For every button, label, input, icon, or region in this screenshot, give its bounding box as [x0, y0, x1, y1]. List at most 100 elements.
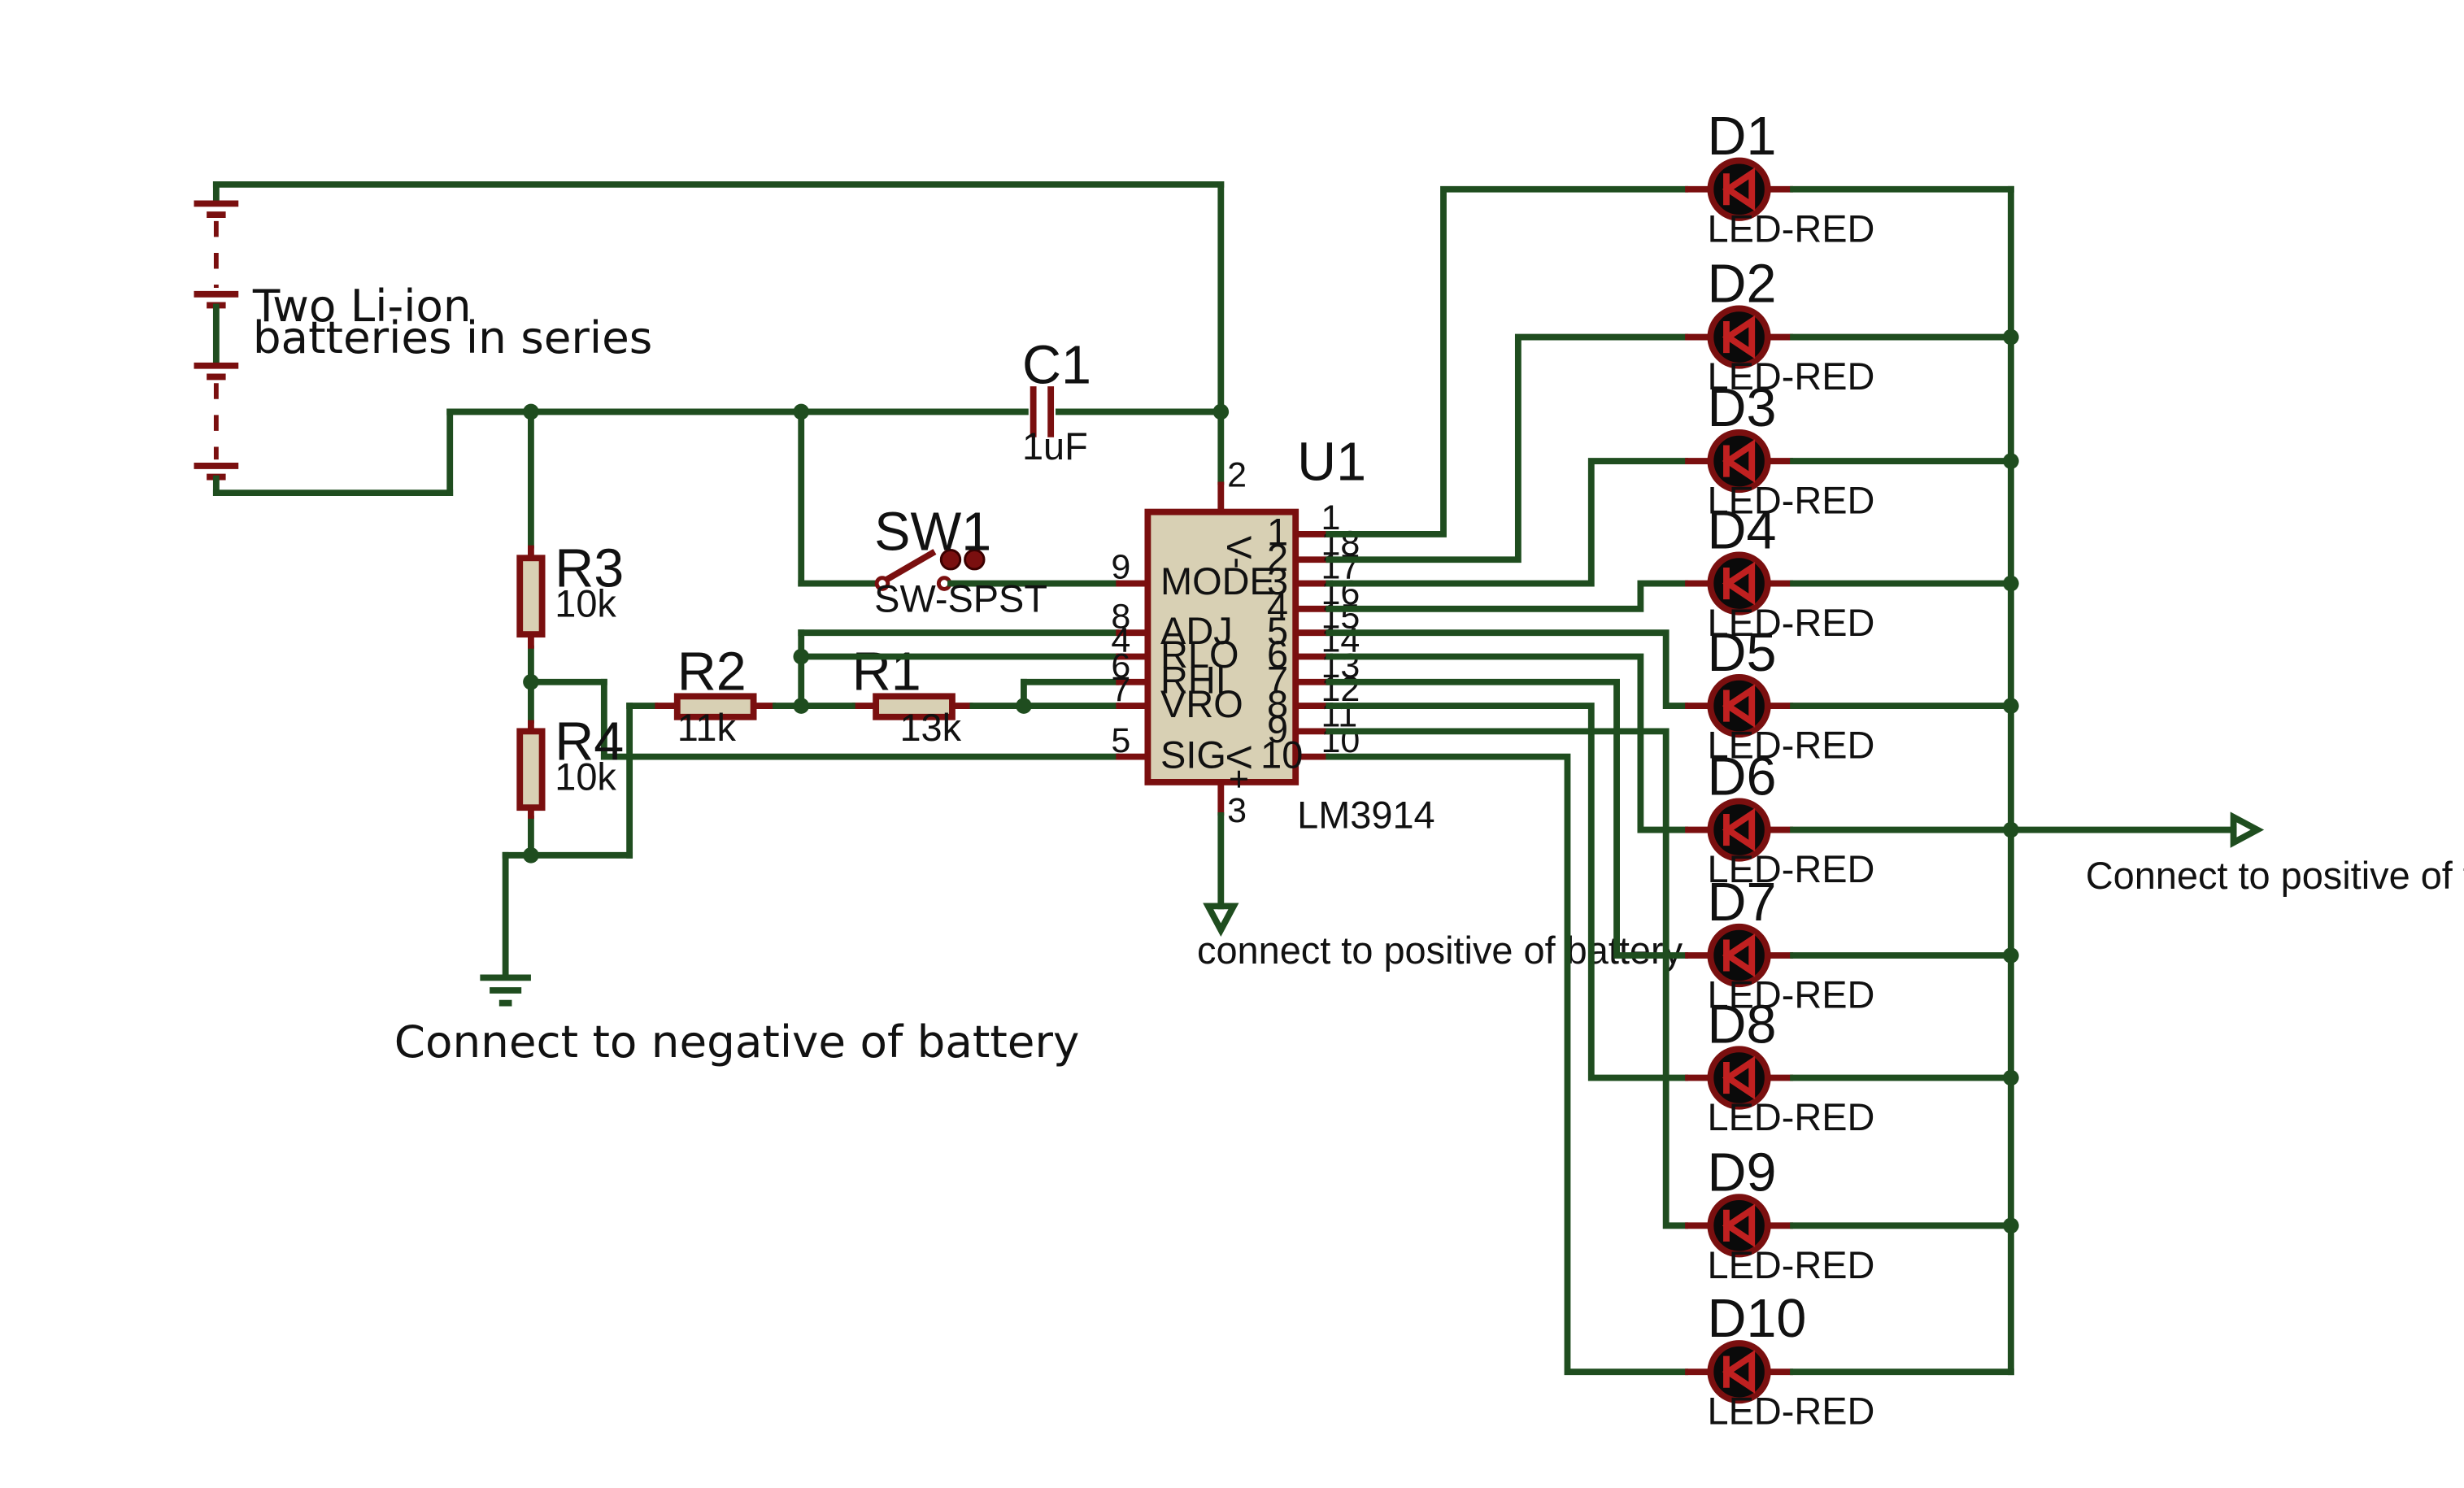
- u1-right-pin-inner: 5: [1267, 610, 1288, 652]
- capacitor-c1: C1 1uF: [1022, 335, 1091, 468]
- junction: [1016, 698, 1032, 714]
- u1-right-pin-inner: 4: [1267, 586, 1288, 629]
- led-ref: D4: [1707, 501, 1776, 561]
- led-value: LED-RED: [1707, 974, 1874, 1016]
- junction: [793, 648, 810, 665]
- u1-right-pin-inner: 7: [1267, 659, 1288, 701]
- note-positive-leds: Connect to positive of the battery: [2086, 855, 2464, 897]
- resistor-r3: R3 10k: [516, 538, 624, 649]
- u1-right-pin-outer: 1: [1321, 498, 1340, 537]
- u1-top-pin-number: 2: [1227, 455, 1247, 494]
- sw1-ref: SW1: [874, 503, 991, 563]
- junction: [2003, 821, 2019, 838]
- r3-value: 10k: [555, 583, 616, 625]
- junction: [2003, 575, 2019, 592]
- u1-bottom-pin-number: 3: [1227, 791, 1247, 830]
- led-value: LED-RED: [1707, 480, 1874, 522]
- junction: [2003, 698, 2019, 714]
- resistor-r2: R2 11k: [655, 642, 776, 749]
- junction: [793, 698, 810, 714]
- u1-right-pin-inner: 10: [1260, 733, 1303, 776]
- junction: [2003, 328, 2019, 346]
- u1-pin-sig-name: SIG: [1160, 733, 1226, 776]
- led-value: LED-RED: [1707, 355, 1874, 398]
- resistor-r1: R1 13k: [851, 642, 973, 749]
- led-ref: D7: [1707, 872, 1776, 933]
- note-positive-ic: connect to positive of battery: [1197, 929, 1683, 972]
- r2-ref: R2: [677, 642, 747, 703]
- u1-pin-rhi-num: 6: [1111, 646, 1130, 685]
- r2-value: 11k: [677, 707, 737, 749]
- u1-pin-mode-name: MODE: [1160, 560, 1275, 603]
- switch-sw1: SW1 SW-SPST: [798, 408, 1120, 620]
- led-ref: D1: [1707, 107, 1776, 167]
- junction: [2003, 1069, 2019, 1086]
- junction: [2003, 947, 2019, 964]
- u1-right-pin-inner: 6: [1267, 633, 1288, 676]
- led-ref: D8: [1707, 995, 1776, 1055]
- led-ref: D5: [1707, 623, 1776, 683]
- u1-right-pin-inner: 1: [1267, 511, 1288, 554]
- led-value: LED-RED: [1707, 724, 1874, 767]
- u1-pin-vro-name: VRO: [1160, 683, 1243, 725]
- led-bar: D1LED-REDD2LED-REDD3LED-REDD4LED-REDD5LE…: [1685, 107, 2019, 1433]
- resistor-r4: R4 10k: [516, 712, 624, 819]
- divider-wires: [502, 408, 1120, 978]
- battery-pack: Two Li-ion batteries in series: [194, 181, 1225, 497]
- u1-right-pin-inner: 3: [1267, 560, 1288, 603]
- r4-ref: R4: [555, 712, 624, 772]
- u1-pin-adj-num: 8: [1111, 597, 1130, 636]
- top-bus-wires: [446, 181, 1230, 497]
- u1-pin-adj-name: ADJ: [1160, 610, 1233, 652]
- u1-right-pin-inner: 9: [1267, 708, 1288, 751]
- u1-pin-sig-num: 5: [1111, 721, 1130, 760]
- junction: [1212, 403, 1230, 420]
- u1-pin-rlo-name: RLO: [1160, 633, 1239, 676]
- u1-pin3-terminal: [1203, 812, 1239, 938]
- junction: [2003, 453, 2019, 469]
- u1-pin-rlo-num: 4: [1111, 621, 1130, 660]
- note-negative: Connect to negative of battery: [394, 1016, 1080, 1068]
- junction: [523, 673, 539, 690]
- c1-ref: C1: [1022, 335, 1091, 395]
- r1-value: 13k: [899, 707, 961, 749]
- junction: [2003, 1217, 2019, 1234]
- sw1-value: SW-SPST: [874, 578, 1047, 620]
- battery-note-line2: batteries in series: [253, 311, 652, 363]
- led-ref: D3: [1707, 378, 1776, 438]
- led-value: LED-RED: [1707, 602, 1874, 644]
- u1-pin-rhi-name: RHI: [1160, 659, 1226, 701]
- c1-value: 1uF: [1022, 425, 1088, 468]
- reference-wires: [773, 629, 1120, 714]
- junction: [523, 847, 539, 864]
- led-routing-wires: [1326, 185, 2265, 1376]
- r1-ref: R1: [852, 642, 921, 703]
- u1-pin-mode-num: 9: [1111, 548, 1130, 587]
- u1-ref: U1: [1297, 432, 1366, 492]
- led-ref: D2: [1707, 255, 1776, 315]
- u1-pin-vro-num: 7: [1111, 670, 1130, 709]
- r3-ref: R3: [555, 538, 624, 598]
- u1-left-pins: 9 8 4 6 7 5 MODE ADJ RLO RHI VRO SIG: [1111, 548, 1274, 777]
- led-value: LED-RED: [1707, 1244, 1874, 1286]
- ground-symbol: [480, 974, 531, 1007]
- u1-right-pin-inner: 8: [1267, 683, 1288, 725]
- u1-right-pin-inner: 2: [1267, 537, 1288, 579]
- ic-u1: 2 3 V- V+ U1 LM3914 9 8 4 6 7 5 MODE ADJ…: [1111, 432, 1434, 836]
- led-ref: D9: [1707, 1142, 1776, 1203]
- led-value: LED-RED: [1707, 848, 1874, 890]
- led-value: LED-RED: [1707, 1390, 1874, 1433]
- u1-part: LM3914: [1297, 794, 1435, 837]
- r4-value: 10k: [555, 756, 616, 798]
- led-ref: D6: [1707, 747, 1776, 807]
